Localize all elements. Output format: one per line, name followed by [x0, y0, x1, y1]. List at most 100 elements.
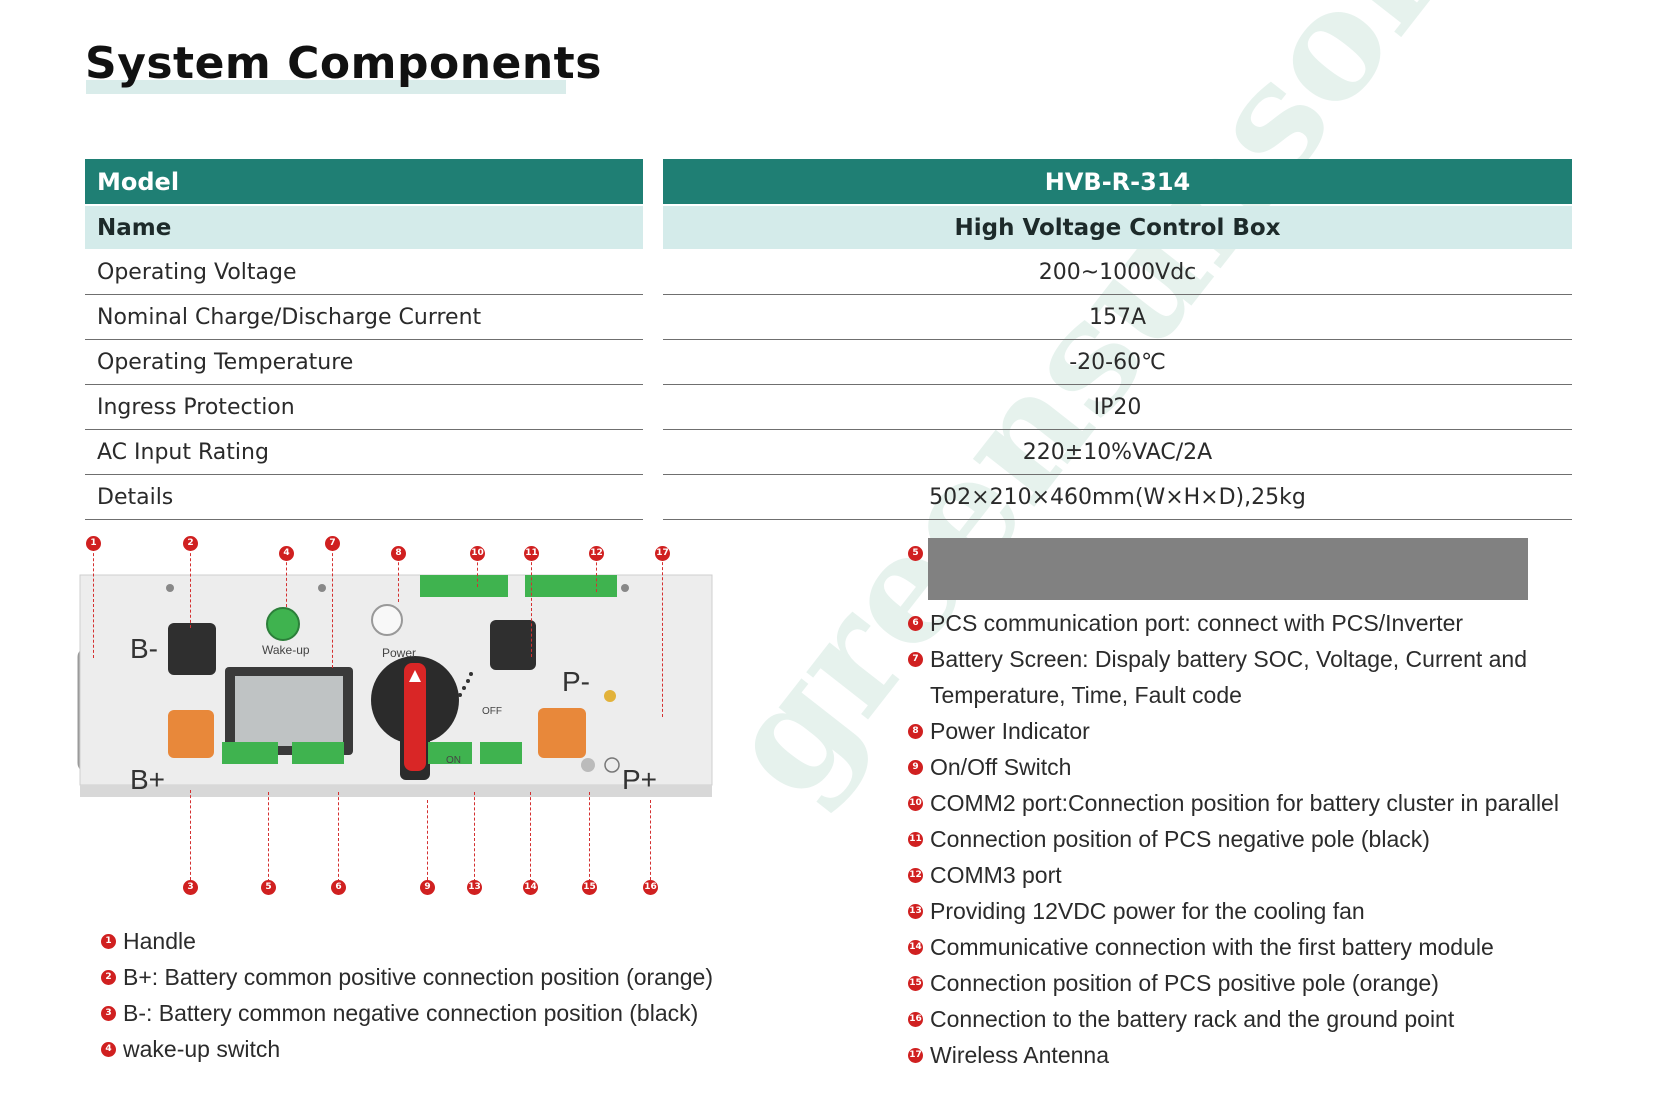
list-item-text: B-: Battery common negative connection p…: [123, 1000, 699, 1026]
callout-line: [93, 548, 94, 658]
list-number-badge: 12: [908, 868, 923, 883]
list-item: Temperature, Time, Fault code: [930, 682, 1242, 709]
off-label: OFF: [482, 706, 502, 717]
list-number-badge: 3: [101, 1006, 116, 1021]
list-item: 2 B+: Battery common positive connection…: [101, 964, 714, 991]
callout-6: 6: [331, 880, 346, 895]
callout-3: 3: [183, 880, 198, 895]
list-number-badge: 5: [908, 546, 923, 561]
list-item-text: PCS communication port: connect with PCS…: [930, 610, 1464, 636]
list-number-badge: 16: [908, 1012, 923, 1027]
table-header-label: Model: [85, 159, 643, 204]
power-label: Power: [382, 646, 417, 660]
list-item-text: wake-up switch: [123, 1036, 281, 1062]
callout-9: 9: [420, 880, 435, 895]
list-number-badge: 11: [908, 832, 923, 847]
list-item: 10 COMM2 port:Connection position for ba…: [908, 790, 1559, 817]
callout-13: 13: [467, 880, 482, 895]
list-item-text: Communicative connection with the first …: [930, 934, 1494, 960]
list-item: 14 Communicative connection with the fir…: [908, 934, 1494, 961]
callout-line: [286, 557, 287, 607]
list-item: 3 B-: Battery common negative connection…: [101, 1000, 699, 1027]
redacted-block: [928, 538, 1528, 600]
list-item: 6 PCS communication port: connect with P…: [908, 610, 1464, 637]
callout-line: [596, 557, 597, 592]
list-number-badge: 15: [908, 976, 923, 991]
table-row-label: Nominal Charge/Discharge Current: [85, 295, 643, 340]
list-item-text: COMM2 port:Connection position for batte…: [930, 790, 1559, 816]
callout-10: 10: [470, 546, 485, 561]
page-title: System Components: [85, 38, 602, 89]
list-item-text: Connection position of PCS positive pole…: [930, 970, 1439, 996]
callout-line: [398, 557, 399, 602]
callout-line: [477, 557, 478, 587]
list-item: 7 Battery Screen: Dispaly battery SOC, V…: [908, 646, 1528, 673]
callout-line: [268, 792, 269, 882]
list-item-text: Connection position of PCS negative pole…: [930, 826, 1430, 852]
table-header-value: HVB-R-314: [663, 159, 1572, 204]
list-number-badge: 10: [908, 796, 923, 811]
list-item-text: Wireless Antenna: [930, 1042, 1109, 1068]
list-number-badge: 1: [101, 934, 116, 949]
callout-7: 7: [325, 536, 340, 551]
list-item: 13 Providing 12VDC power for the cooling…: [908, 898, 1365, 925]
list-item: 1 Handle: [101, 928, 196, 955]
list-item: 11 Connection position of PCS negative p…: [908, 826, 1430, 853]
list-item-text: B+: Battery common positive connection p…: [123, 964, 714, 990]
table-row-value: 220±10%VAC/2A: [663, 430, 1572, 475]
title-underline: [86, 80, 566, 94]
list-number-badge: 7: [908, 652, 923, 667]
callout-11: 11: [524, 546, 539, 561]
table-row-label: Details: [85, 475, 643, 520]
list-item-text: Providing 12VDC power for the cooling fa…: [930, 898, 1365, 924]
p-plus-label: P+: [622, 764, 658, 795]
list-item-text: On/Off Switch: [930, 754, 1072, 780]
table-subheader-value: High Voltage Control Box: [663, 206, 1572, 249]
list-number-badge: 8: [908, 724, 923, 739]
callout-line: [531, 557, 532, 657]
callout-16: 16: [643, 880, 658, 895]
list-number-badge: 6: [908, 616, 923, 631]
list-item-text: COMM3 port: [930, 862, 1062, 888]
callout-1: 1: [86, 536, 101, 551]
list-number-badge: 4: [101, 1042, 116, 1057]
list-item: 17 Wireless Antenna: [908, 1042, 1109, 1069]
b-minus-label: B-: [130, 633, 158, 664]
table-row-label: Operating Voltage: [85, 250, 643, 295]
callout-line: [427, 800, 428, 880]
callout-5: 5: [261, 880, 276, 895]
list-item: 16 Connection to the battery rack and th…: [908, 1006, 1454, 1033]
list-number-badge: 14: [908, 940, 923, 955]
list-number-badge: 17: [908, 1048, 923, 1063]
list-item: 4 wake-up switch: [101, 1036, 281, 1063]
callout-line: [650, 800, 651, 880]
p-minus-label: P-: [562, 666, 590, 697]
callout-4: 4: [279, 546, 294, 561]
callout-line: [530, 792, 531, 882]
callout-2: 2: [183, 536, 198, 551]
table-subheader-label: Name: [85, 206, 643, 249]
callout-line: [332, 548, 333, 668]
table-row-label: AC Input Rating: [85, 430, 643, 475]
callout-8: 8: [391, 546, 406, 561]
control-box-panel: [77, 574, 713, 797]
callout-line: [589, 792, 590, 882]
list-number-badge: 9: [908, 760, 923, 775]
table-row-value: IP20: [663, 385, 1572, 430]
on-label: ON: [446, 755, 461, 766]
callout-15: 15: [582, 880, 597, 895]
list-item: 9 On/Off Switch: [908, 754, 1072, 781]
callout-line: [190, 790, 191, 880]
table-row-value: 157A: [663, 295, 1572, 340]
callout-line: [662, 557, 663, 717]
wakeup-label: Wake-up: [262, 643, 310, 657]
list-number-badge: 2: [101, 970, 116, 985]
list-item-text: Handle: [123, 928, 196, 954]
table-row-value: 200~1000Vdc: [663, 250, 1572, 295]
list-item: 8 Power Indicator: [908, 718, 1090, 745]
callout-12: 12: [589, 546, 604, 561]
list-item-text: Power Indicator: [930, 718, 1090, 744]
list-item-text: Temperature, Time, Fault code: [930, 682, 1242, 708]
list-item-text: Battery Screen: Dispaly battery SOC, Vol…: [930, 646, 1528, 672]
table-row-label: Operating Temperature: [85, 340, 643, 385]
